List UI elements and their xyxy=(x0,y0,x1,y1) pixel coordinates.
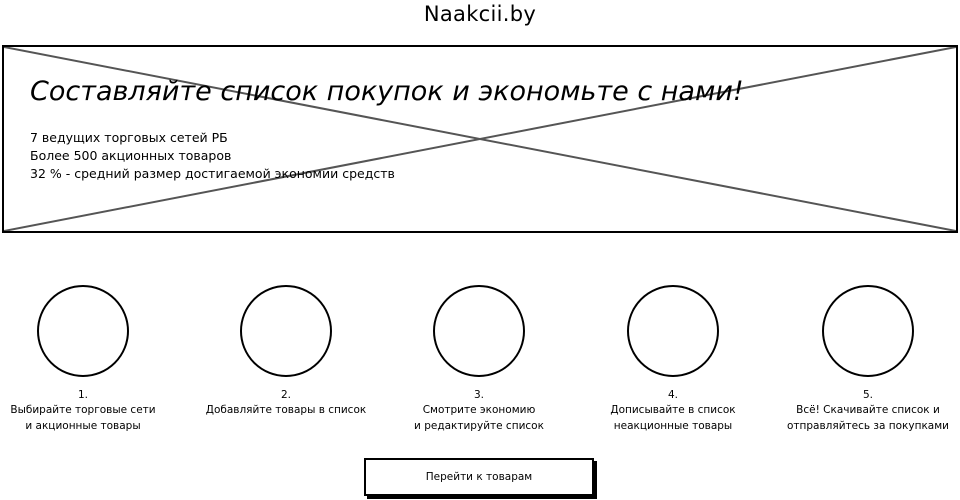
hero-facts: 7 ведущих торговых сетей РБ Более 500 ак… xyxy=(30,129,395,183)
hero-fact: 7 ведущих торговых сетей РБ xyxy=(30,130,228,145)
step-number: 2. xyxy=(280,389,292,401)
step-number: 4. xyxy=(667,389,679,401)
step-text: Добавляйте товары в список xyxy=(205,404,367,416)
hero-fact: Более 500 акционных товаров xyxy=(30,148,232,163)
step-text: Дописывайте в список неакционные товары xyxy=(610,404,736,432)
step-text: Выбирайте торговые сети и акционные това… xyxy=(10,404,156,432)
step-text: Всё! Скачивайте список и отправляйтесь з… xyxy=(786,404,949,432)
hero-fact: 32 % - средний размер достигаемой эконом… xyxy=(30,166,395,181)
site-title: Naakcii.by xyxy=(423,2,537,26)
step-1: 1. Выбирайте торговые сети и акционные т… xyxy=(0,285,178,434)
step-circle-icon xyxy=(822,285,914,377)
step-circle-icon xyxy=(37,285,129,377)
step-number: 1. xyxy=(77,389,89,401)
go-to-products-button[interactable]: Перейти к товарам xyxy=(364,458,594,496)
step-number: 5. xyxy=(862,389,874,401)
step-circle-icon xyxy=(240,285,332,377)
hero-title: Составляйте список покупок и экономьте с… xyxy=(30,76,744,107)
step-2: 2. Добавляйте товары в список xyxy=(191,285,381,418)
step-text: Смотрите экономию и редактируйте список xyxy=(414,404,544,432)
step-number: 3. xyxy=(473,389,485,401)
image-placeholder-icon xyxy=(4,47,956,231)
how-it-works-steps: 1. Выбирайте торговые сети и акционные т… xyxy=(0,285,960,445)
step-circle-icon xyxy=(627,285,719,377)
step-3: 3. Смотрите экономию и редактируйте спис… xyxy=(384,285,574,434)
step-5: 5. Всё! Скачивайте список и отправляйтес… xyxy=(773,285,960,434)
step-4: 4. Дописывайте в список неакционные това… xyxy=(578,285,768,434)
step-circle-icon xyxy=(433,285,525,377)
hero-banner-image-placeholder: Составляйте список покупок и экономьте с… xyxy=(2,45,958,233)
